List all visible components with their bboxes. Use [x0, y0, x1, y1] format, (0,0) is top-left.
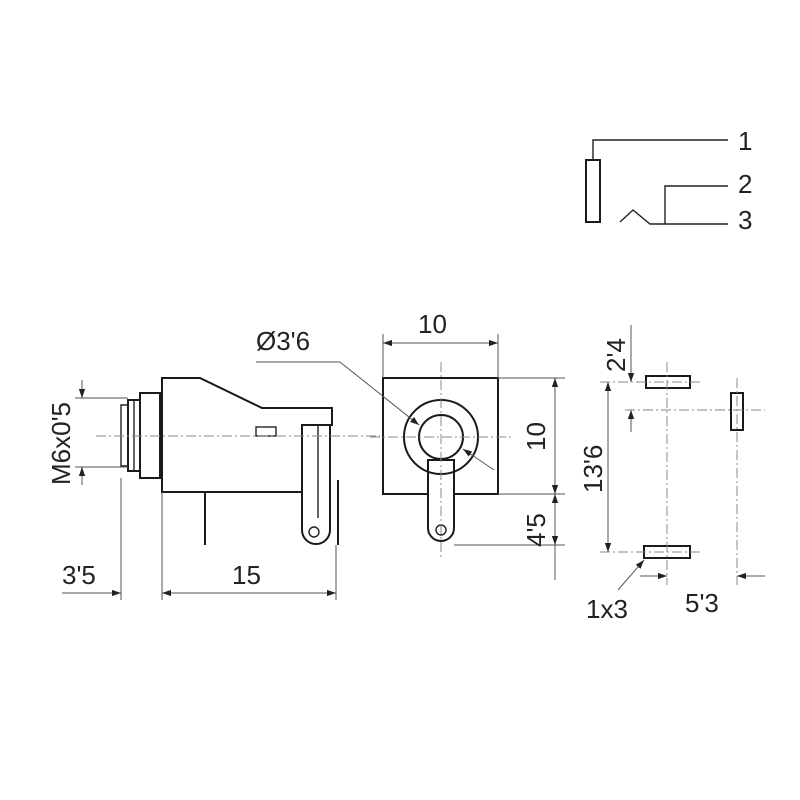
dim-lug-height: 4'5 — [521, 513, 551, 547]
dim-thread: M6x0'5 — [46, 402, 76, 485]
side-dimensions: M6x0'5 3'5 15 — [46, 380, 337, 600]
sleeve-contact — [585, 159, 601, 223]
side-slot — [255, 426, 277, 437]
pin-2-wire — [664, 185, 728, 224]
pin-3-wire — [619, 209, 728, 225]
dim-pad-spacing: 13'6 — [578, 445, 608, 493]
leader — [339, 361, 420, 426]
pcb-footprint — [600, 362, 765, 585]
dim-front-height: 10 — [521, 422, 551, 451]
lug-hole — [308, 526, 320, 538]
pin-1-wire — [592, 139, 728, 160]
jack-body — [161, 377, 333, 493]
dim-front-offset: 3'5 — [62, 560, 96, 590]
dim-pad-top-offset: 2'4 — [601, 338, 631, 372]
front-view: Ø3'6 — [256, 326, 512, 560]
dim-pad-size: 1x3 — [586, 594, 628, 624]
dim-front-width: 10 — [418, 309, 447, 339]
front-lug — [427, 459, 455, 542]
pin-label-3: 3 — [738, 205, 752, 235]
side-lug — [301, 424, 331, 545]
leader — [462, 448, 495, 471]
dim-pad-side-offset: 5'3 — [685, 588, 719, 618]
footprint-dimensions: 2'4 13'6 1x3 5'3 — [578, 325, 765, 624]
pin-schematic: 1 2 3 — [585, 126, 752, 235]
thread-inner — [120, 404, 129, 467]
leader — [617, 559, 645, 591]
front-dimensions: 10 10 4'5 — [382, 309, 565, 580]
pin-label-1: 1 — [738, 126, 752, 156]
side-view — [96, 377, 380, 545]
dim-hole-diameter: Ø3'6 — [256, 326, 310, 356]
pin-label-2: 2 — [738, 169, 752, 199]
dim-body-length: 15 — [232, 560, 261, 590]
